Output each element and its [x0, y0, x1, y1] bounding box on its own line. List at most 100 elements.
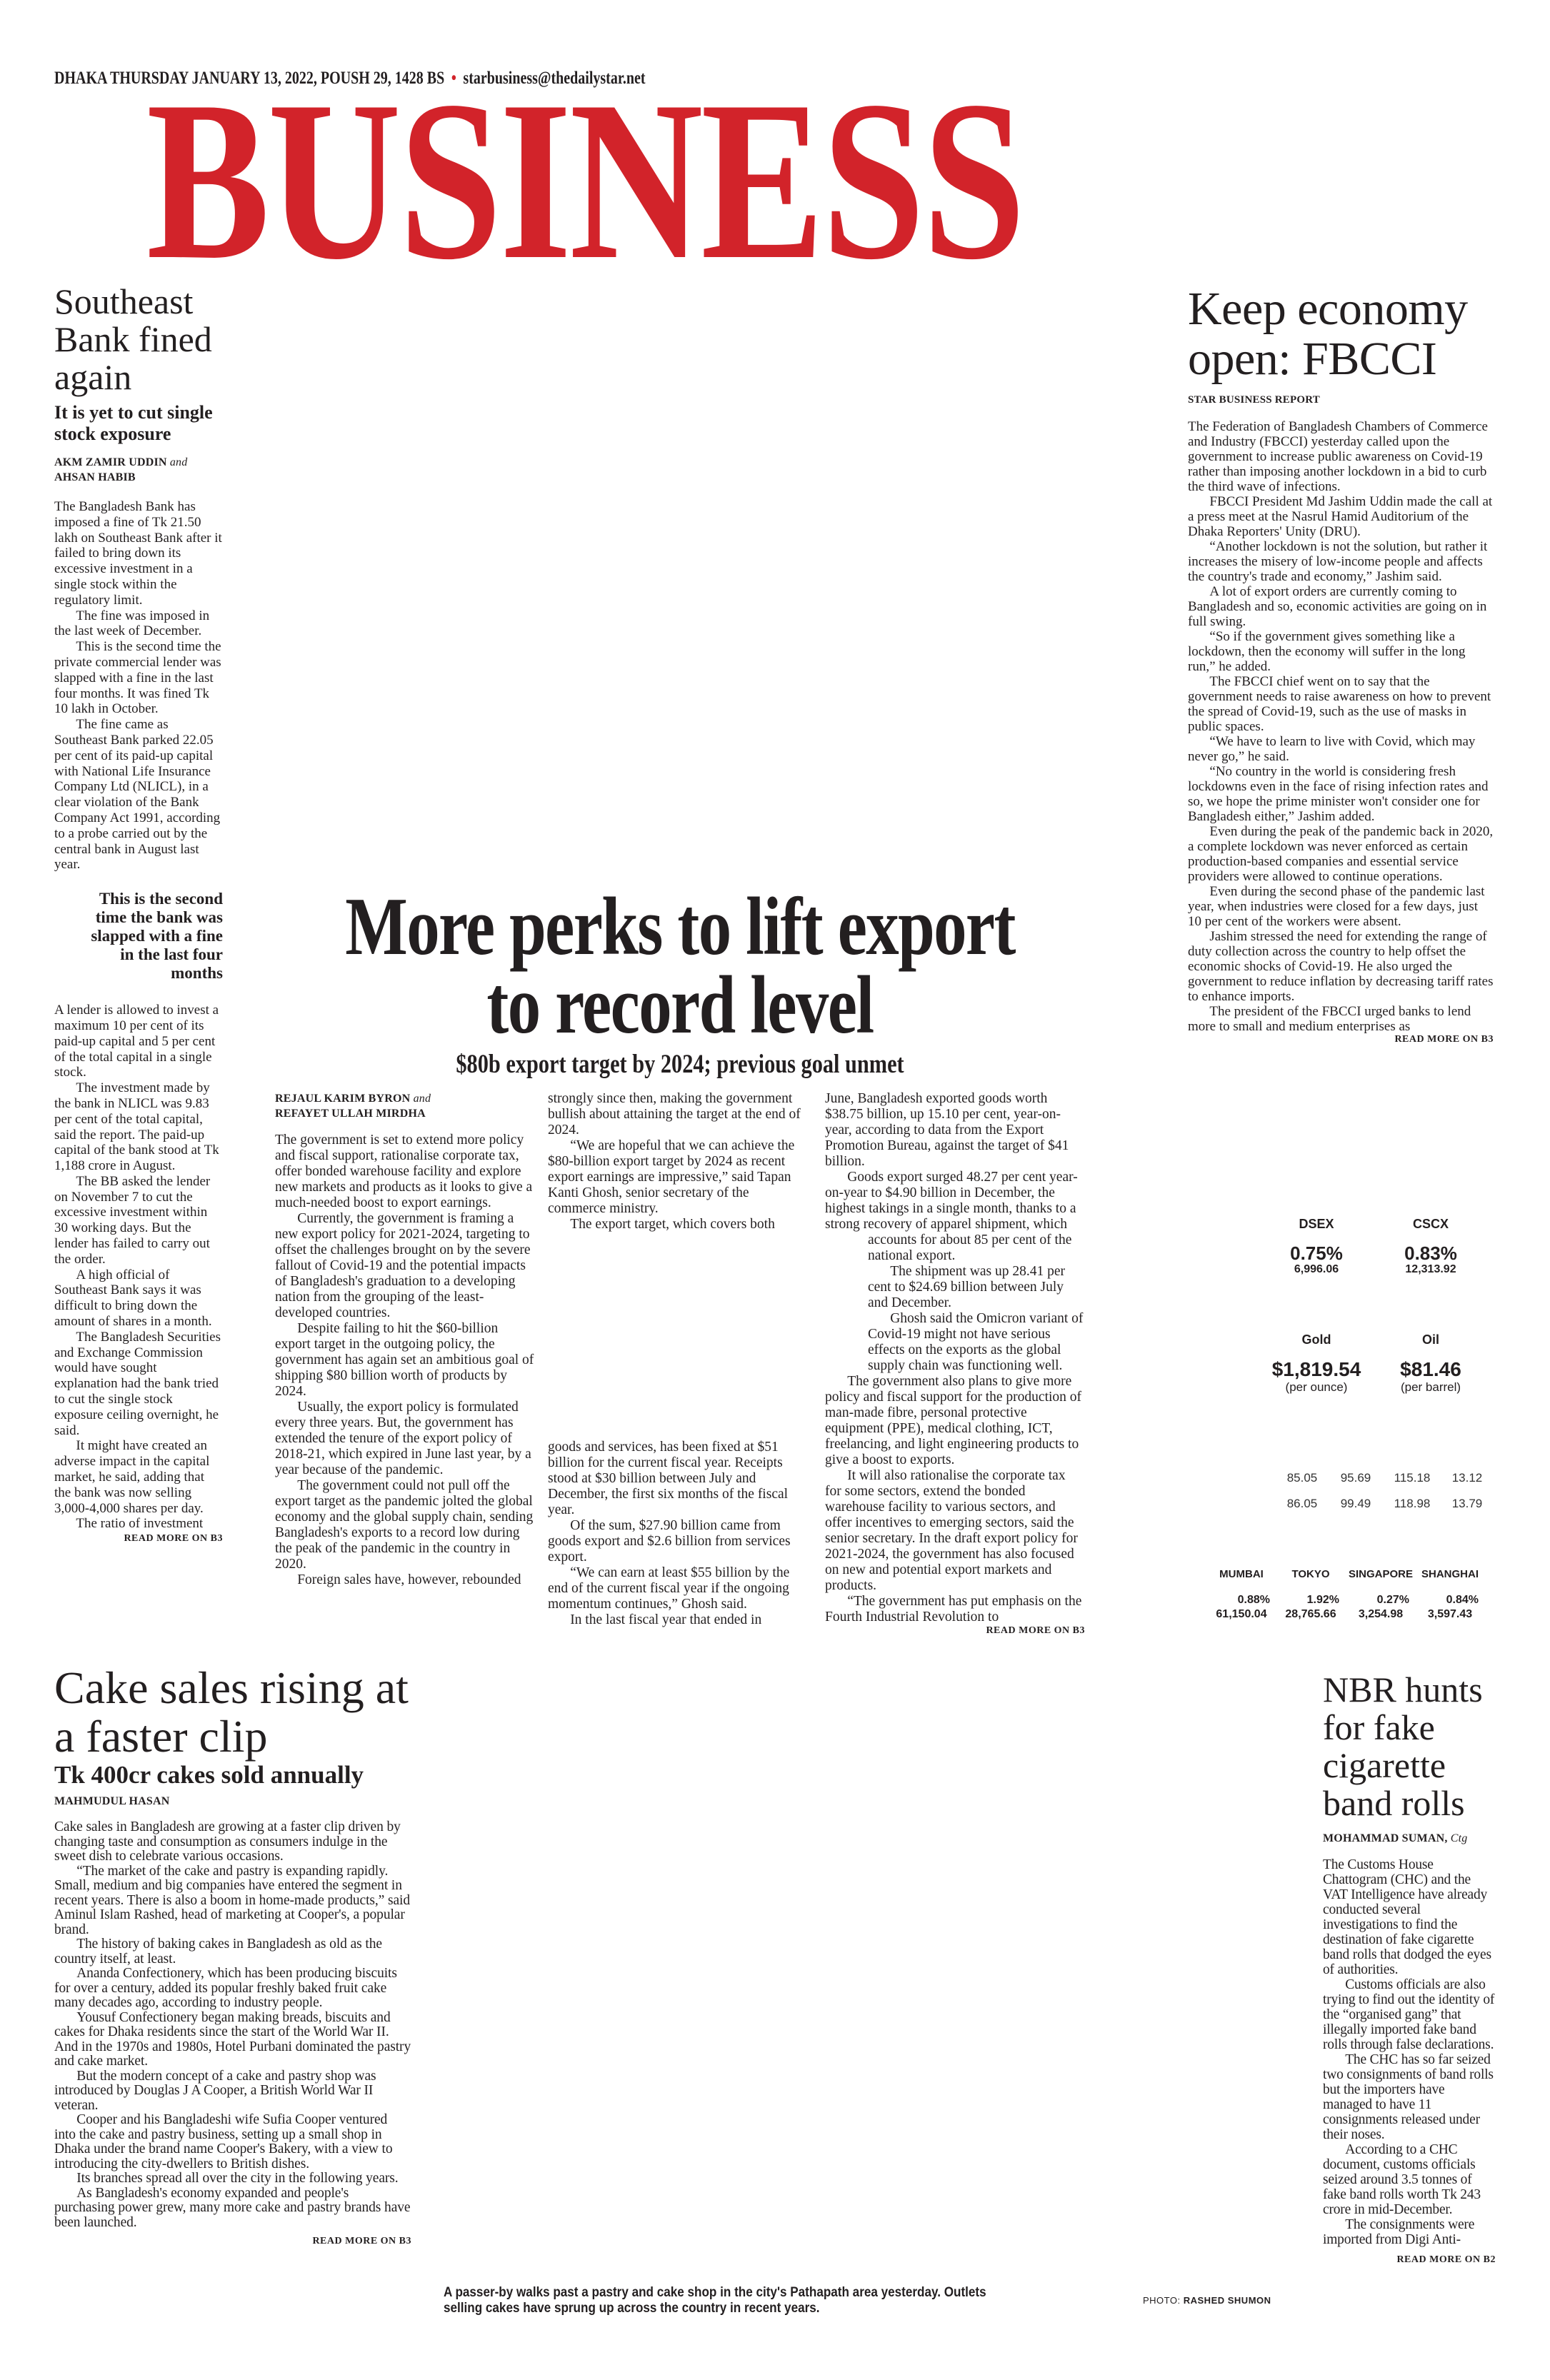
lead-column-3: June, Bangladesh exported goods worth $3… [825, 1091, 1085, 1637]
paragraph: A lender is allowed to invest a maximum … [54, 1003, 219, 1080]
paragraph: goods and services, has been fixed at $5… [548, 1440, 789, 1517]
paragraph: Even during the peak of the pandemic bac… [1188, 824, 1494, 884]
paragraph: Currently, the government is framing a n… [275, 1211, 531, 1320]
byline: MAHMUDUL HASAN [54, 1795, 170, 1807]
paragraph: It will also rationalise the corporate t… [825, 1468, 1078, 1593]
paragraph: But the modern concept of a cake and pas… [54, 2068, 376, 2113]
bullet-separator: • [451, 69, 456, 88]
paragraph: The BB asked the lender on November 7 to… [54, 1173, 211, 1267]
story-nbr-band-rolls: NBR hunts for fake cigarette band rolls … [1323, 1671, 1496, 2266]
deck: It is yet to cut single stock exposure [54, 402, 213, 444]
story-body: goods and services, has been fixed at $5… [548, 1440, 808, 1628]
paragraph: The ratio of investment [76, 1516, 204, 1532]
index-cscx: CSCX 0.83% 12,313.92 [1404, 1217, 1457, 1275]
paragraph: “The government has put emphasis on the … [825, 1594, 1082, 1625]
paragraph: The government also plans to give more p… [825, 1374, 1082, 1467]
paragraph: The shipment was up 28.41 per cent to $2… [868, 1264, 1065, 1310]
paragraph: The government could not pull off the ex… [275, 1478, 534, 1572]
paragraph: “We have to learn to live with Covid, wh… [1188, 734, 1476, 764]
paragraph: The fine came as Southeast Bank parked 2… [54, 717, 221, 873]
paragraph: In the last fiscal year that ended in [570, 1612, 762, 1627]
paragraph: The Bangladesh Bank has imposed a fine o… [54, 499, 222, 608]
section-masthead: BUSINESS [146, 54, 1026, 307]
paragraph: As Bangladesh's economy expanded and peo… [54, 2185, 411, 2230]
email-link[interactable]: starbusiness@thedailystar.net [463, 69, 646, 88]
paragraph: Ananda Confectionery, which has been pro… [54, 1966, 397, 2010]
paragraph: Customs officials are also trying to fin… [1323, 1977, 1495, 2052]
paragraph: The Bangladesh Securities and Exchange C… [54, 1329, 221, 1438]
headline: Southeast Bank fined again [54, 281, 212, 397]
story-body: The government is set to extend more pol… [275, 1133, 535, 1588]
lead-subhead: $80b export target by 2024; previous goa… [456, 1050, 904, 1079]
story-southeast-bank: Southeast Bank fined again It is yet to … [54, 283, 223, 1545]
paragraph: Its branches spread all over the city in… [76, 2171, 399, 2186]
paragraph: Yousuf Confectionery began making breads… [54, 2009, 411, 2069]
paragraph: Jashim stressed the need for extending t… [1188, 929, 1494, 1004]
paragraph: June, Bangladesh exported goods worth $3… [825, 1091, 1069, 1169]
text-wrap-cutout [825, 1232, 868, 1368]
paragraph: The export target, which covers both [570, 1217, 775, 1232]
story-body: The Bangladesh Bank has imposed a fine o… [54, 499, 223, 873]
story-body-continued: A lender is allowed to invest a maximum … [54, 1003, 223, 1532]
lead-headline-line-2: to record level [486, 960, 874, 1051]
date-text: DHAKA THURSDAY JANUARY 13, 2022, POUSH 2… [54, 69, 445, 88]
read-more-link[interactable]: READ MORE ON B3 [986, 1625, 1085, 1636]
deck: Tk 400cr cakes sold annually [54, 1761, 364, 1789]
headline: Keep economy open: FBCCI [1188, 283, 1468, 385]
story-body: June, Bangladesh exported goods worth $3… [825, 1091, 1085, 1625]
paragraph: Ghosh said the Omicron variant of Covid-… [868, 1311, 1084, 1373]
photo-caption: A passer-by walks past a pastry and cake… [444, 2285, 986, 2316]
paragraph: The Federation of Bangladesh Chambers of… [1188, 419, 1488, 494]
index-dsex: DSEX 0.75% 6,996.06 [1290, 1217, 1343, 1275]
paragraph: The consignments were imported from Digi… [1323, 2217, 1475, 2247]
read-more-link[interactable]: READ MORE ON B3 [312, 2236, 411, 2246]
paragraph: “No country in the world is considering … [1188, 764, 1489, 824]
story-body: Cake sales in Bangladesh are growing at … [54, 1819, 411, 2230]
lead-column-2-bottom: goods and services, has been fixed at $5… [548, 1440, 808, 1628]
cake-shop-photo [429, 1664, 1286, 2271]
rate-cell: 13.79 [1451, 1497, 1483, 1510]
paragraph: Of the sum, $27.90 billion came from goo… [548, 1518, 791, 1565]
photo-credit: PHOTO: RASHED SHUMON [1143, 2295, 1271, 2306]
rate-cell: 118.98 [1394, 1497, 1431, 1510]
rate-cell: 99.49 [1340, 1497, 1371, 1510]
paragraph: This is the second time the private comm… [54, 639, 221, 717]
headline: NBR hunts for fake cigarette band rolls [1323, 1669, 1483, 1823]
lead-column-2-top: strongly since then, making the governme… [548, 1091, 808, 1232]
rate-cell: 115.18 [1394, 1471, 1431, 1485]
read-more-link[interactable]: READ MORE ON B2 [1396, 2254, 1496, 2265]
paragraph: FBCCI President Md Jashim Uddin made the… [1188, 494, 1493, 539]
paragraph: The history of baking cakes in Banglades… [54, 1937, 382, 1967]
paragraph: The investment made by the bank in NLICL… [54, 1080, 219, 1174]
paragraph: “We can earn at least $55 billion by the… [548, 1565, 790, 1612]
commodity-gold: Gold $1,819.54 (per ounce) [1271, 1332, 1361, 1394]
paragraph: “So if the government gives something li… [1188, 629, 1466, 674]
paragraph: The FBCCI chief went on to say that the … [1188, 674, 1491, 734]
paragraph: A high official of Southeast Bank says i… [54, 1267, 212, 1330]
story-fbcci: Keep economy open: FBCCI STAR BUSINESS R… [1188, 284, 1494, 1045]
paragraph: Usually, the export policy is formulated… [275, 1400, 531, 1477]
lead-headline-line-1: More perks to lift export [345, 881, 1016, 973]
paragraph: The Customs House Chattogram (CHC) and t… [1323, 1857, 1491, 1977]
paragraph: Goods export surged 48.27 per cent year-… [825, 1170, 1078, 1263]
paragraph: Even during the second phase of the pand… [1188, 884, 1485, 929]
paragraph: Foreign sales have, however, rebounded [297, 1572, 521, 1587]
byline: AKM ZAMIR UDDIN and AHSAN HABIB [54, 456, 188, 483]
read-more-link[interactable]: READ MORE ON B3 [124, 1533, 223, 1545]
read-more-link[interactable]: READ MORE ON B3 [1394, 1034, 1494, 1045]
story-body: The Federation of Bangladesh Chambers of… [1188, 419, 1494, 1034]
paragraph: “Another lockdown is not the solution, b… [1188, 539, 1488, 584]
paragraph: The president of the FBCCI urged banks t… [1188, 1004, 1471, 1034]
dateline: DHAKA THURSDAY JANUARY 13, 2022, POUSH 2… [54, 69, 646, 89]
paragraph: The government is set to extend more pol… [275, 1133, 533, 1210]
headline: Cake sales rising at a faster clip [54, 1662, 409, 1762]
paragraph: “We are hopeful that we can achieve the … [548, 1138, 795, 1216]
story-body: strongly since then, making the governme… [548, 1091, 808, 1232]
byline: MOHAMMAD SUMAN, Ctg [1323, 1832, 1468, 1844]
pull-quote: This is the second time the bank was sla… [91, 890, 223, 983]
